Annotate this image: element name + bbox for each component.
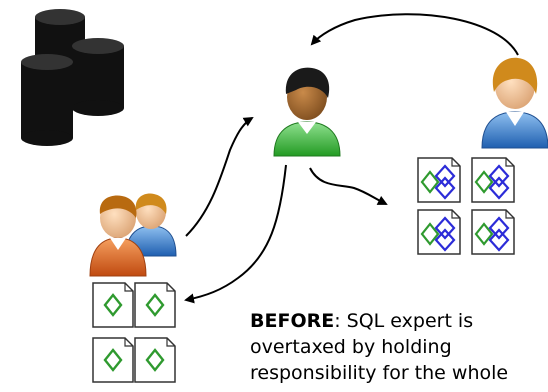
document-icon — [91, 281, 177, 384]
caption-line-1-text: : SQL expert is — [334, 310, 474, 332]
caption: BEFORE: SQL expert is overtaxed by holdi… — [250, 308, 548, 386]
caption-line-1: BEFORE: SQL expert is — [250, 308, 548, 334]
sql-expert-icon — [273, 67, 341, 157]
caption-line-2: overtaxed by holding — [250, 336, 452, 358]
arrow-icon — [184, 164, 287, 304]
arrow-icon — [310, 13, 519, 56]
arrow-icon — [185, 116, 254, 237]
document-icon — [416, 156, 516, 256]
team-icon — [89, 193, 177, 277]
caption-line-3: responsibility for the whole — [250, 362, 509, 384]
database-icon — [21, 9, 124, 146]
business-owner-icon — [481, 57, 548, 149]
caption-before-label: BEFORE — [250, 310, 335, 332]
arrow-icon — [309, 167, 388, 205]
